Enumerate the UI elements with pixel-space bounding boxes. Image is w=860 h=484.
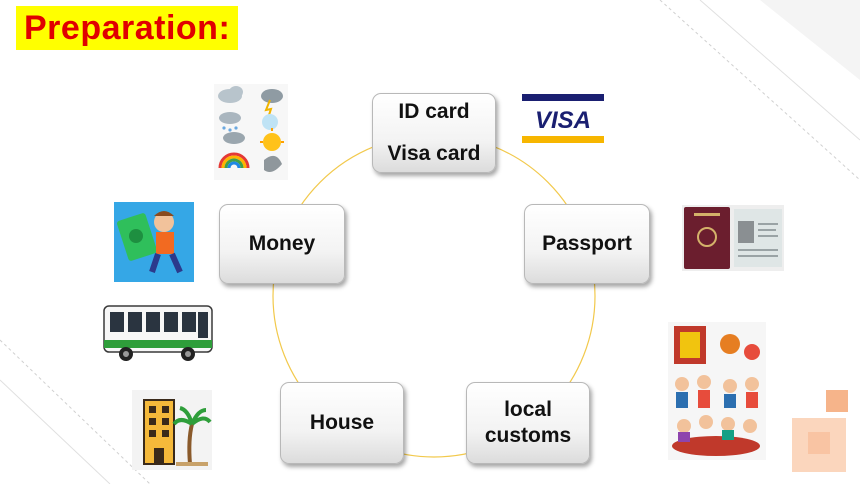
visa-logo-icon: VISA: [522, 94, 604, 143]
hotel-palm-icon: [132, 390, 212, 470]
decor-square: [808, 432, 830, 454]
weather-icon: [214, 84, 288, 180]
node-passport: Passport: [524, 204, 650, 284]
node-house: House: [280, 382, 404, 464]
passport-icon: [682, 205, 784, 271]
money-runner-icon: [114, 202, 194, 282]
node-label-passport: Passport: [542, 231, 632, 255]
node-label-customs-line1: local: [504, 397, 552, 421]
page-title: Preparation:: [16, 6, 239, 50]
node-label-customs-line2: customs: [484, 424, 572, 447]
node-label-id-card: ID card: [398, 100, 470, 123]
node-label-money: Money: [248, 231, 316, 255]
local-customs-people-icon: [668, 322, 766, 460]
node-id-visa-card: ID card Visa card: [372, 93, 496, 173]
node-label-visa-card: Visa card: [387, 142, 481, 165]
decor-square: [826, 390, 848, 412]
node-local-customs: local customs: [466, 382, 590, 464]
bus-icon: [103, 305, 213, 361]
node-label-house: House: [309, 410, 375, 434]
node-money: Money: [219, 204, 345, 284]
visa-logo-text: VISA: [535, 107, 591, 134]
